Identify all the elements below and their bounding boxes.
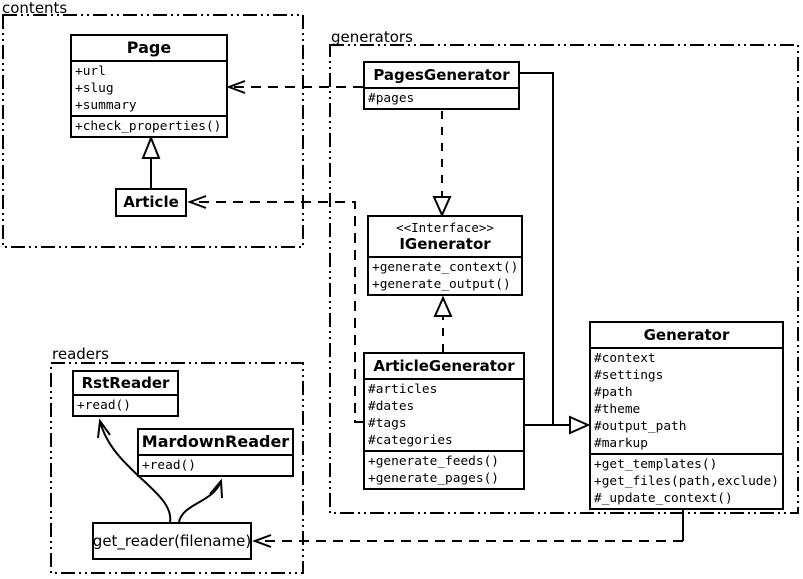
attribute: +url xyxy=(75,64,106,79)
attribute: #dates xyxy=(368,399,415,414)
realization-articlegenerator-to-igenerator xyxy=(433,295,453,352)
open-arrowhead-icon xyxy=(226,80,246,94)
class-generator: Generator #context #settings #path #them… xyxy=(589,321,784,510)
class-name-generator: Generator xyxy=(643,326,730,344)
class-article: Article xyxy=(115,188,187,217)
package-label-readers: readers xyxy=(52,345,109,363)
class-pagesgenerator: PagesGenerator #pages xyxy=(363,61,520,110)
methods-section: +generate_feeds() +generate_pages() xyxy=(365,450,523,488)
open-arrowhead-icon xyxy=(97,418,111,439)
call-arrow-getreader-to-markdownreader xyxy=(178,478,223,523)
class-page: Page +url +slug +summary +check_properti… xyxy=(70,34,228,138)
class-markdownreader: MardownReader +read() xyxy=(137,428,294,477)
methods-section: +get_templates() +get_files(path,exclude… xyxy=(591,453,782,508)
methods-section: +read() xyxy=(139,454,292,475)
function-box-get-reader: get_reader(filename) xyxy=(92,522,252,560)
attribute: #settings xyxy=(594,368,664,383)
hollow-triangle-icon xyxy=(141,135,161,159)
attributes-section: #articles #dates #tags #categories xyxy=(365,378,523,450)
method: +get_templates() xyxy=(594,457,718,472)
method: +generate_feeds() xyxy=(368,454,499,469)
class-name-pagesgenerator: PagesGenerator xyxy=(373,66,510,84)
attribute: +summary xyxy=(75,98,137,113)
hollow-triangle-icon xyxy=(432,196,452,218)
hollow-triangle-icon xyxy=(569,415,591,435)
attribute: #categories xyxy=(368,433,453,448)
class-articlegenerator: ArticleGenerator #articles #dates #tags … xyxy=(363,352,525,490)
methods-section: +check_properties() xyxy=(72,115,226,136)
method: +generate_pages() xyxy=(368,471,499,486)
attribute: #tags xyxy=(368,416,407,431)
class-name-articlegenerator: ArticleGenerator xyxy=(373,357,515,375)
attribute: #output_path xyxy=(594,419,687,434)
method: +read() xyxy=(142,458,196,473)
method: +generate_context() xyxy=(372,260,519,275)
class-name-igenerator: IGenerator xyxy=(399,235,491,253)
interface-header: <<Interface>> IGenerator xyxy=(369,217,521,256)
attributes-section: #pages xyxy=(365,87,518,108)
dependency-pagesgenerator-to-page xyxy=(226,80,363,94)
attributes-section: +url +slug +summary xyxy=(72,60,226,115)
attribute: #theme xyxy=(594,402,641,417)
realization-pagesgenerator-to-igenerator xyxy=(432,111,452,218)
class-name-markdownreader: MardownReader xyxy=(141,432,290,451)
attribute: #markup xyxy=(594,436,648,451)
class-name-page: Page xyxy=(126,38,172,57)
open-arrowhead-icon xyxy=(209,478,223,499)
generalization-generators-to-generator xyxy=(520,72,591,435)
class-rstreader: RstReader +read() xyxy=(72,370,179,417)
attribute: #context xyxy=(594,351,656,366)
attribute: #pages xyxy=(368,91,415,106)
attribute: #articles xyxy=(368,382,438,397)
methods-section: +read() xyxy=(74,394,177,415)
open-arrowhead-icon xyxy=(252,534,272,548)
package-label-contents: contents xyxy=(2,0,68,17)
method: #_update_context() xyxy=(594,491,733,506)
method: +get_files(path,exclude) xyxy=(594,474,779,489)
open-arrowhead-icon xyxy=(187,195,207,209)
generalization-article-to-page xyxy=(141,135,161,188)
function-label: get_reader(filename) xyxy=(92,532,252,550)
attribute: +slug xyxy=(75,81,114,96)
interface-igenerator: <<Interface>> IGenerator +generate_conte… xyxy=(367,215,523,296)
stereotype-label: <<Interface>> xyxy=(396,220,494,235)
methods-section: +generate_context() +generate_output() xyxy=(369,256,521,294)
method: +read() xyxy=(77,398,131,413)
dependency-generator-to-getreader xyxy=(252,505,684,548)
class-name-article: Article xyxy=(123,193,179,211)
method: +check_properties() xyxy=(75,119,222,134)
method: +generate_output() xyxy=(372,277,511,292)
attributes-section: #context #settings #path #theme #output_… xyxy=(591,347,782,453)
dependency-articlegenerator-to-article xyxy=(187,195,363,423)
attribute: #path xyxy=(594,385,633,400)
package-label-generators: generators xyxy=(331,28,413,46)
class-name-rstreader: RstReader xyxy=(81,374,170,392)
hollow-triangle-icon xyxy=(433,295,453,317)
